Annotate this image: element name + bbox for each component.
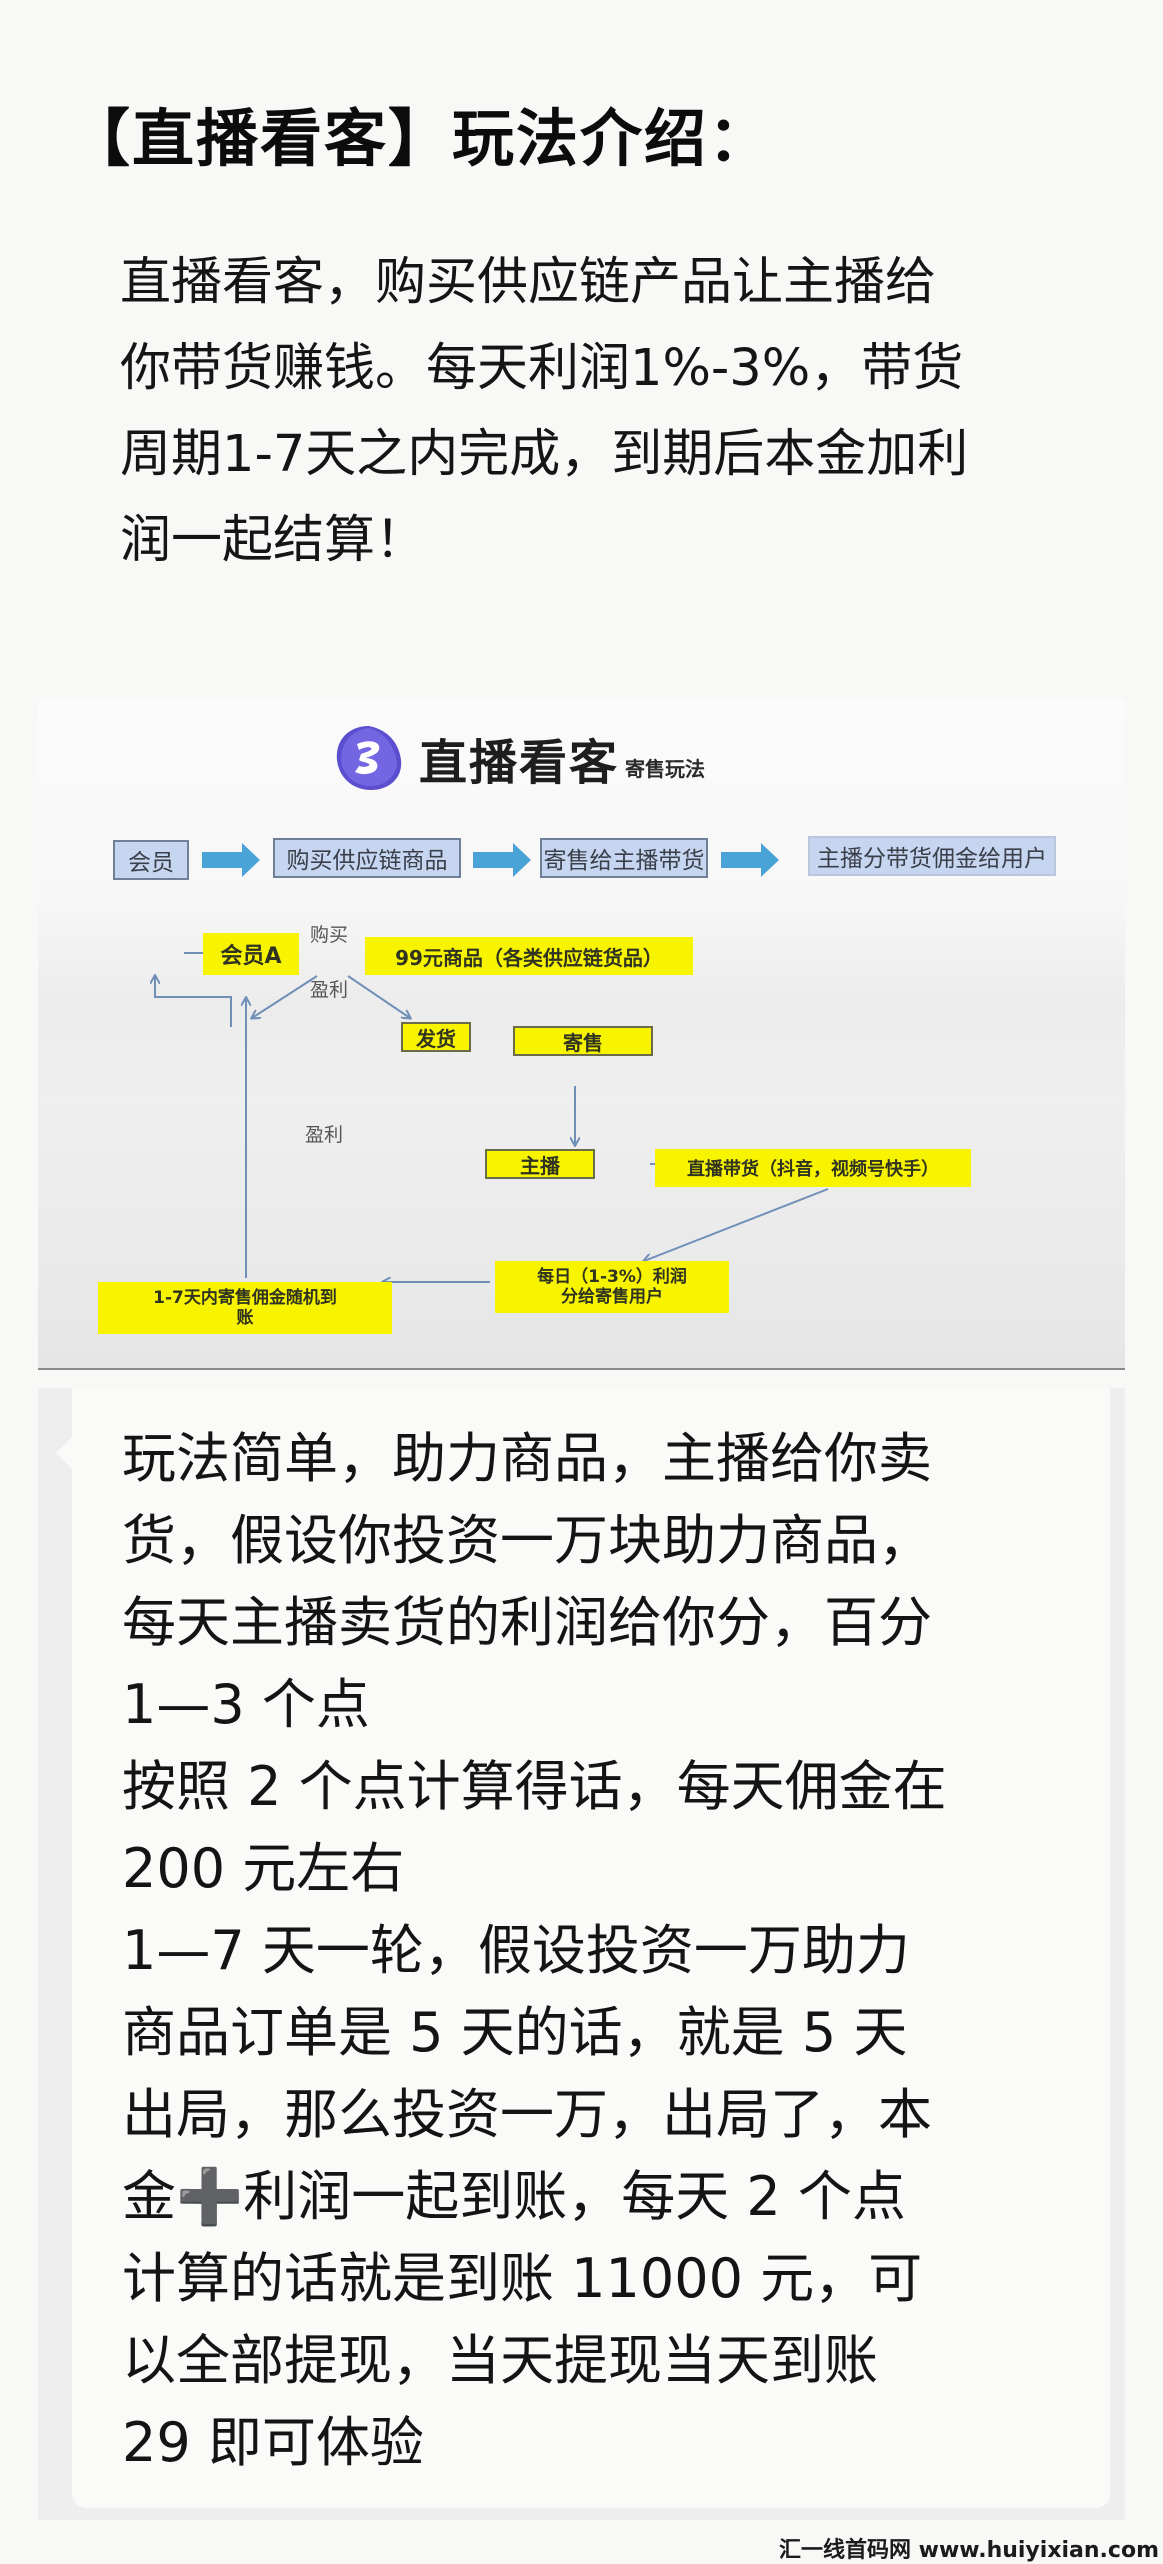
node-live-sale: 直播带货（抖音，视频号快手） — [655, 1149, 971, 1187]
node-label: 发货 — [416, 1026, 456, 1051]
edge-label-profit: 盈利 — [310, 979, 349, 1001]
node-label: 直播带货（抖音，视频号快手） — [687, 1159, 939, 1180]
diagram-connectors — [38, 700, 829, 1368]
flow-step-label: 购买供应链商品 — [286, 848, 448, 874]
brand-logo: 直播看客 寄售玩法 — [333, 718, 705, 798]
chat-message: 玩法简单，助力商品，主播给你卖 货，假设你投资一万块助力商品， 每天主播卖货的利… — [122, 1418, 1092, 2484]
intro-line: 你带货赚钱。每天利润1%-3%，带货 — [120, 339, 964, 398]
chat-line: 货，假设你投资一万块助力商品， — [122, 1509, 932, 1572]
chat-line: 金➕利润一起到账，每天 2 个点 — [122, 2165, 906, 2228]
intro-line: 周期1-7天之内完成，到期后本金加利 — [120, 425, 969, 484]
intro-paragraph: 直播看客，购买供应链产品让主播给 你带货赚钱。每天利润1%-3%，带货 周期1-… — [120, 240, 1100, 584]
chat-line: 每天主播卖货的利润给你分，百分 — [122, 1591, 932, 1654]
chat-bubble — [72, 1388, 1110, 2508]
chat-line: 计算的话就是到账 11000 元，可 — [122, 2247, 923, 2310]
node-label: 寄售 — [563, 1030, 603, 1055]
brand-logo-icon — [336, 726, 402, 790]
chat-line: 按照 2 个点计算得话，每天佣金在 — [122, 1755, 947, 1818]
node-label: 会员A — [220, 944, 282, 969]
chat-line: 1—3 个点 — [122, 1673, 370, 1736]
node-product: 99元商品（各类供应链货品） — [365, 937, 693, 975]
node-payout: 1-7天内寄售佣金随机到 账 — [98, 1282, 392, 1334]
flow-step-commission: 主播分带货佣金给用户 — [808, 836, 1056, 876]
flow-step-member: 会员 — [113, 840, 189, 880]
chat-line: 29 即可体验 — [122, 2411, 424, 2474]
intro-line: 直播看客，购买供应链产品让主播给 — [120, 253, 937, 312]
flow-arrow-icon — [202, 843, 260, 877]
chat-line: 以全部提现，当天提现当天到账 — [122, 2329, 878, 2392]
chat-line: 玩法简单，助力商品，主播给你卖 — [122, 1427, 932, 1490]
intro-line: 润一起结算！ — [120, 511, 427, 570]
node-label: 1-7天内寄售佣金随机到 账 — [153, 1288, 337, 1328]
chat-bubble-tail — [56, 1435, 74, 1471]
chat-line: 1—7 天一轮，假设投资一万助力 — [122, 1919, 910, 1982]
node-daily-profit: 每日（1-3%）利润 分给寄售用户 — [495, 1261, 729, 1313]
flow-step-label: 主播分带货佣金给用户 — [817, 846, 1047, 872]
node-ship: 发货 — [401, 1022, 471, 1052]
flow-arrow-icon — [473, 843, 531, 877]
chat-line: 出局，那么投资一万，出局了，本 — [122, 2083, 932, 2146]
page-title: 【直播看客】玩法介绍： — [68, 102, 773, 175]
flow-step-buy: 购买供应链商品 — [273, 838, 461, 878]
flow-diagram: 直播看客 寄售玩法 会员 购买供应链商品 寄售给主播带货 主播分带货佣金给用户 — [38, 700, 1125, 1370]
node-member-a: 会员A — [203, 933, 299, 975]
flow-step-label: 会员 — [128, 850, 174, 876]
edge-label-buy: 购买 — [310, 924, 349, 946]
chat-line: 商品订单是 5 天的话，就是 5 天 — [122, 2001, 908, 2064]
flow-step-label: 寄售给主播带货 — [543, 848, 705, 874]
flow-step-consign: 寄售给主播带货 — [540, 838, 708, 878]
flow-arrow-icon — [721, 843, 779, 877]
node-label: 每日（1-3%）利润 分给寄售用户 — [537, 1267, 687, 1307]
chat-line: 200 元左右 — [122, 1837, 405, 1900]
node-consign: 寄售 — [513, 1026, 653, 1056]
node-label: 主播 — [520, 1153, 560, 1178]
edge-label-profit-side: 盈利 — [305, 1124, 344, 1146]
brand-name: 直播看客 — [419, 735, 620, 791]
brand-subtitle: 寄售玩法 — [625, 756, 706, 781]
node-label: 99元商品（各类供应链货品） — [395, 945, 663, 970]
site-watermark: 汇一线首码网 www.huiyixian.com — [778, 2538, 1159, 2563]
node-anchor: 主播 — [485, 1149, 595, 1179]
